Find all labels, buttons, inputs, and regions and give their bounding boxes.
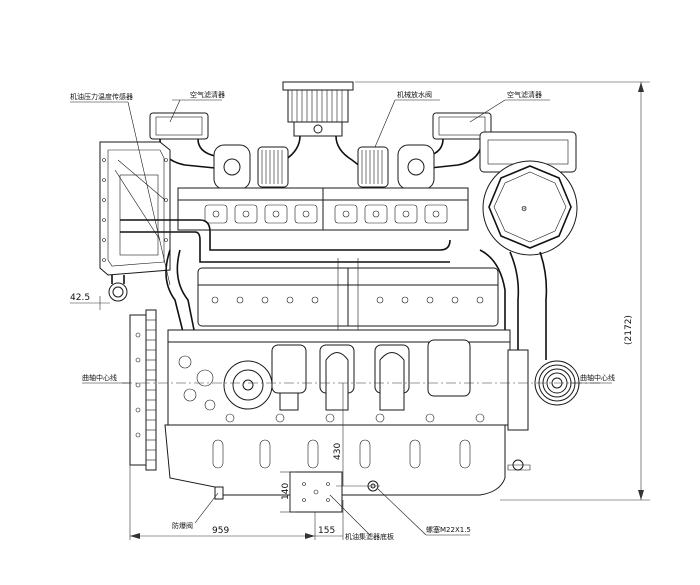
left-heat-exchanger (99, 141, 171, 302)
cylinder-heads (177, 187, 469, 231)
label-crankshaft-center-right: 曲轴中心线 (580, 373, 615, 382)
dim-140: 140 (281, 483, 291, 500)
svg-text:⚙: ⚙ (521, 205, 527, 213)
oil-pan (164, 424, 506, 513)
crankcase (167, 329, 511, 426)
engine-top-assembly (149, 81, 492, 190)
intake-pipes (120, 219, 506, 345)
label-thread-spec: 螺塞M22X1.5 (426, 525, 471, 534)
label-oil-pressure-sensor: 机油压力温度传感器 (70, 92, 133, 101)
dim-42-5: 42.5 (70, 293, 90, 303)
dimension-lines (70, 81, 650, 540)
callout-leaders (70, 99, 612, 536)
label-drain-valve: 防爆阀 (172, 521, 193, 530)
label-oil-drain-plug: 机油集滤器底板 (345, 532, 394, 541)
right-fan-housing: ⚙ (479, 131, 578, 360)
dim-2172: (2172) (624, 315, 634, 345)
flywheel (129, 309, 157, 471)
dim-959: 959 (212, 526, 229, 536)
dim-155: 155 (318, 526, 335, 536)
label-thermostat: 机械放水阀 (397, 90, 432, 99)
label-air-filter-right: 空气滤清器 (507, 90, 542, 99)
label-air-filter-left: 空气滤清器 (190, 90, 225, 99)
label-crankshaft-center-left: 曲轴中心线 (82, 373, 117, 382)
dim-430: 430 (333, 443, 343, 460)
front-pulley (507, 349, 580, 471)
